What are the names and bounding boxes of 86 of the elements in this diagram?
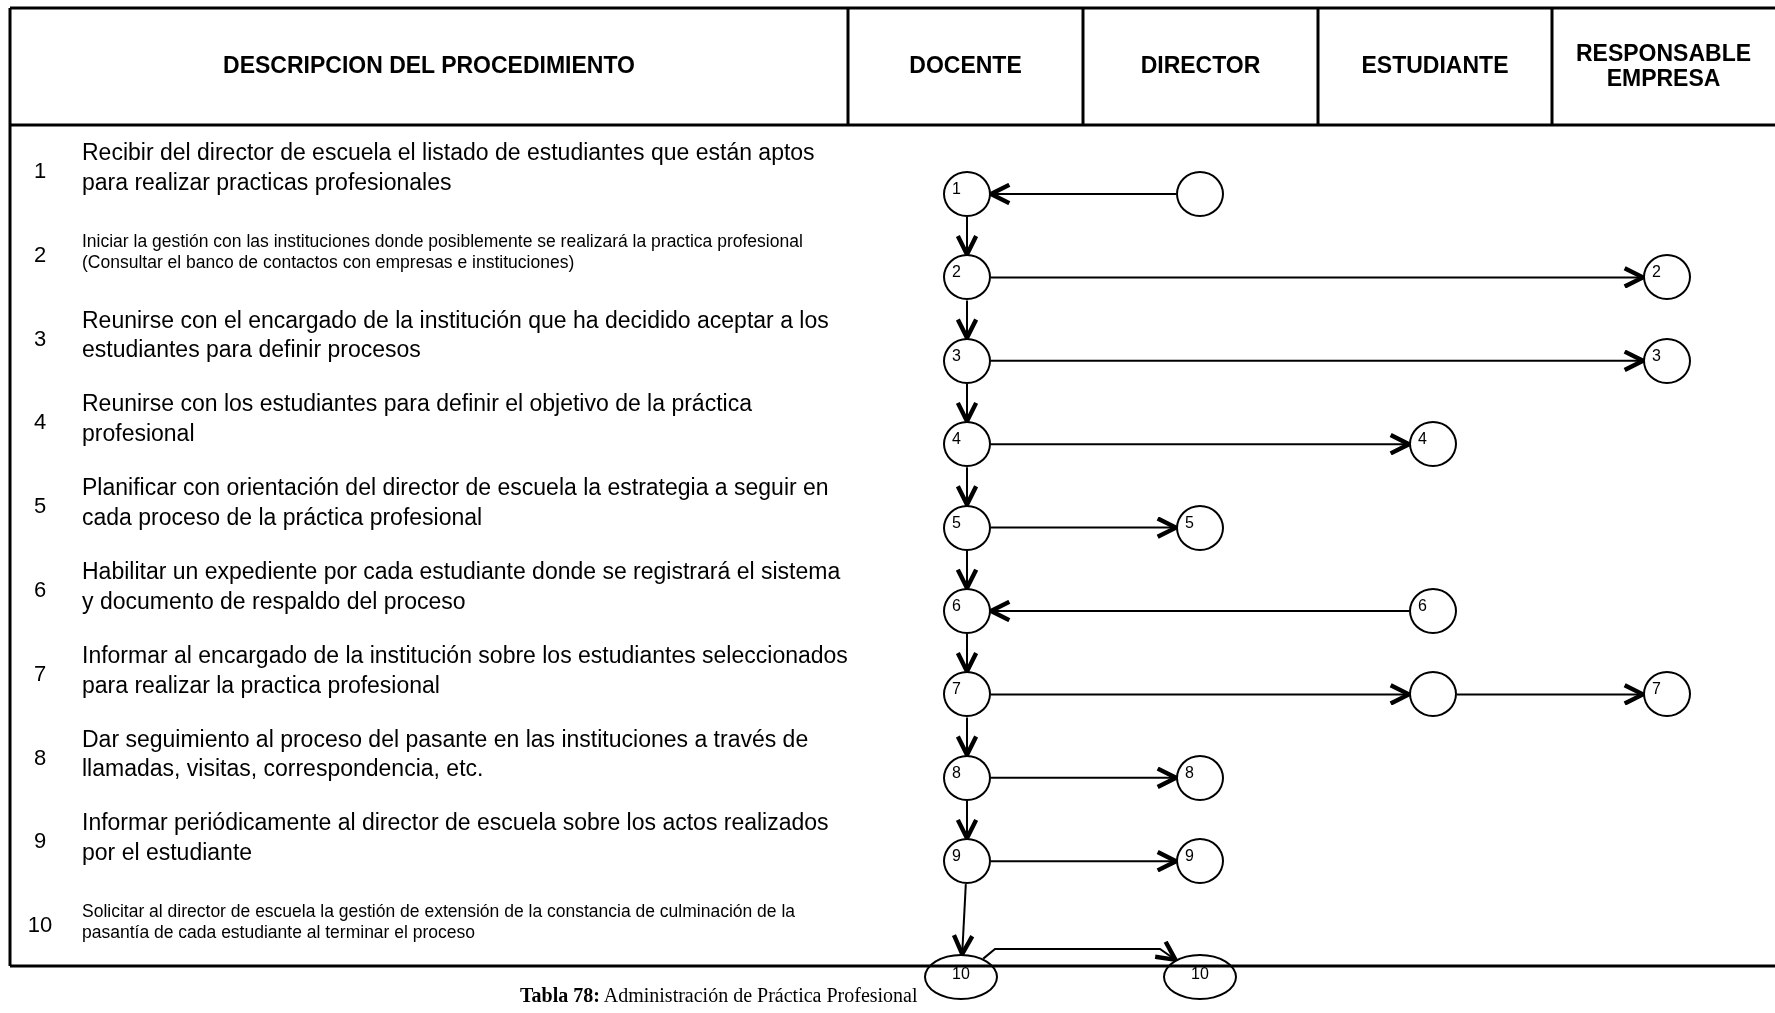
table-caption: Tabla 78: Administración de Práctica Profesional (520, 984, 918, 1007)
step-number: 3 (1652, 347, 1661, 364)
arrow (955, 633, 979, 674)
arrow (955, 466, 979, 507)
step-number: 2 (952, 264, 961, 281)
arrow (951, 883, 975, 957)
column-header: RESPONSABLE EMPRESA (1574, 40, 1753, 92)
step-description: Reunirse con los estudiantes para definir el objetivo de la práctica profesional (82, 389, 753, 449)
arrow (990, 683, 1412, 706)
step-description: Informar periódicamente al director de escuela sobre los actos realizados por el estudiante (82, 808, 830, 868)
arrow (955, 216, 979, 257)
step-circle (924, 954, 998, 1000)
arrow (990, 766, 1179, 790)
step-circle (1643, 337, 1691, 384)
column-header: DOCENTE (908, 53, 1023, 79)
step-number: 7 (952, 681, 961, 698)
step-number: 7 (32, 660, 48, 687)
step-number: 4 (952, 431, 961, 448)
step-description: Solicitar al director de escuela la gestión de extensión de la constancia de culminación de la pasantía de cada estudiante al terminar el proceso (82, 901, 797, 944)
arrow (955, 716, 979, 757)
step-number: 5 (952, 514, 961, 531)
step-circle (943, 171, 991, 217)
step-number: 5 (32, 492, 48, 519)
step-number: 1 (952, 181, 961, 197)
step-number: 6 (952, 598, 961, 614)
step-description: Habilitar un expediente por cada estudiante donde se registrará el sistema y documento de respaldo del proceso (82, 557, 842, 616)
step-number: 7 (1652, 681, 1661, 698)
arrow (982, 939, 1178, 962)
arrow (990, 516, 1179, 539)
step-description: Dar seguimiento al proceso del pasante en las instituciones a través de llamadas, visitas, correspondencia, etc. (82, 724, 810, 784)
step-number: 2 (32, 241, 48, 268)
step-circle (943, 254, 991, 301)
step-circle (943, 337, 991, 384)
column-header: DESCRIPCION DEL PROCEDIMIENTO (222, 53, 636, 79)
step-number: 1 (32, 157, 48, 184)
step-number: 8 (952, 764, 961, 781)
step-number: 8 (32, 744, 48, 771)
step-circle (943, 421, 991, 468)
arrow (990, 349, 1646, 373)
step-description: Planificar con orientación del director de escuela la estrategia a seguir en cada proceso de la práctica profesional (82, 473, 830, 533)
step-circle (1163, 954, 1237, 1000)
step-circle (943, 504, 991, 551)
step-circle (943, 754, 991, 801)
arrow (955, 382, 979, 424)
step-description: Iniciar la gestión con las instituciones donde posiblemente se realizará la practica profesional (Consultar el banco de contactos con empresas e instituciones) (82, 230, 804, 273)
step-number: 5 (1185, 514, 1194, 531)
column-header: DIRECTOR (1139, 53, 1262, 79)
step-circle (1643, 671, 1691, 718)
step-number: 10 (26, 911, 54, 938)
step-number: 10 (1191, 966, 1209, 982)
step-number: 4 (1418, 431, 1427, 448)
arrow (955, 549, 979, 591)
step-number: 2 (1652, 264, 1661, 281)
empty-circle (1176, 171, 1224, 217)
step-number: 8 (1185, 764, 1194, 781)
arrow (990, 432, 1412, 456)
step-circle (943, 588, 991, 634)
step-circle (1176, 754, 1224, 801)
step-number: 3 (952, 347, 961, 364)
step-circle (1409, 421, 1457, 468)
step-description: Informar al encargado de la institución sobre los estudiantes seleccionados para realizar la practica profesional (82, 640, 849, 700)
arrow (988, 182, 1177, 206)
step-circle (943, 671, 991, 718)
step-circle (1643, 254, 1691, 301)
arrow (955, 299, 979, 340)
step-number: 9 (952, 848, 961, 865)
arrow (955, 799, 979, 841)
column-header: ESTUDIANTE (1360, 53, 1510, 79)
arrow (990, 849, 1179, 873)
step-number: 10 (952, 966, 970, 982)
step-number: 6 (32, 576, 48, 603)
step-circle (943, 838, 991, 885)
step-circle (1176, 838, 1224, 885)
arrow (1456, 683, 1646, 706)
empty-circle (1409, 671, 1457, 718)
step-description: Recibir del director de escuela el listado de estudiantes que están aptos para realizar practicas profesionales (82, 138, 816, 197)
step-number: 4 (32, 409, 48, 435)
arrow (990, 266, 1646, 289)
step-number: 9 (32, 828, 48, 854)
step-circle (1176, 504, 1224, 551)
arrow (988, 599, 1410, 623)
step-number: 3 (32, 325, 48, 352)
step-description: Reunirse con el encargado de la institución que ha decidido aceptar a los estudiantes para definir procesos (82, 305, 830, 365)
step-circle (1409, 588, 1457, 634)
step-number: 9 (1185, 848, 1194, 865)
step-number: 6 (1418, 598, 1427, 614)
